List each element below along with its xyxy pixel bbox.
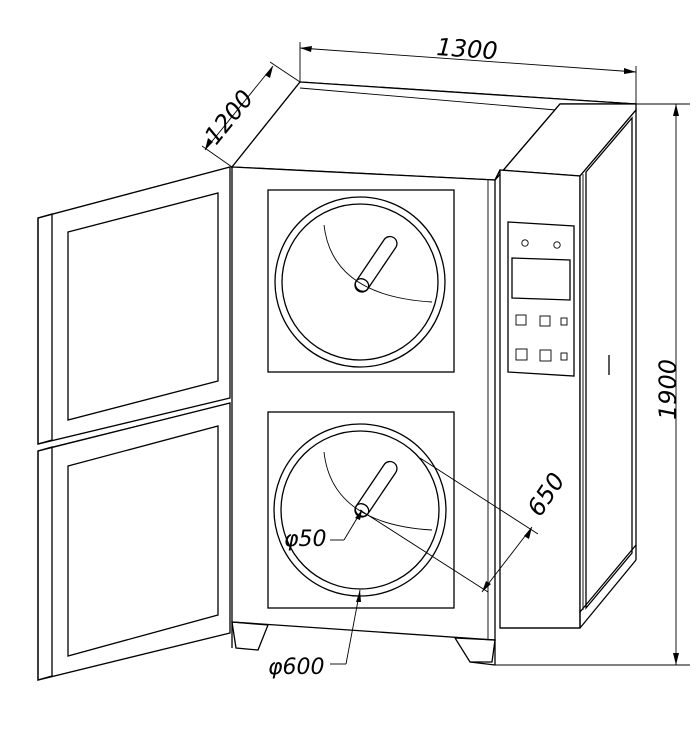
cabinet-feet	[231, 621, 496, 666]
dimension-depth	[201, 61, 301, 168]
control-button	[560, 352, 568, 361]
dimension-height	[495, 103, 690, 666]
indicator-lamp-icon	[553, 241, 561, 249]
upper-drum	[267, 189, 455, 373]
open-door-lower	[37, 402, 231, 681]
indicator-lamp-icon	[521, 239, 529, 247]
control-button	[515, 348, 528, 361]
control-panel-side	[494, 103, 637, 629]
leader-drum	[330, 589, 361, 665]
drum-diameter-label: φ600	[268, 655, 325, 680]
control-button	[539, 349, 552, 362]
side-door	[579, 108, 637, 629]
dimension-diagonal	[359, 457, 539, 593]
leader-shaft	[330, 509, 363, 541]
shaft-diameter-label: φ50	[284, 527, 327, 552]
control-button	[539, 315, 551, 327]
open-door-upper	[37, 166, 231, 445]
dimension-width-label: 1300	[436, 33, 499, 65]
cabinet-front	[231, 166, 496, 641]
dimension-width	[299, 42, 637, 104]
control-button	[515, 314, 527, 326]
display-screen	[511, 257, 571, 301]
dimension-height-label: 1900	[654, 359, 682, 420]
control-button	[560, 317, 568, 326]
